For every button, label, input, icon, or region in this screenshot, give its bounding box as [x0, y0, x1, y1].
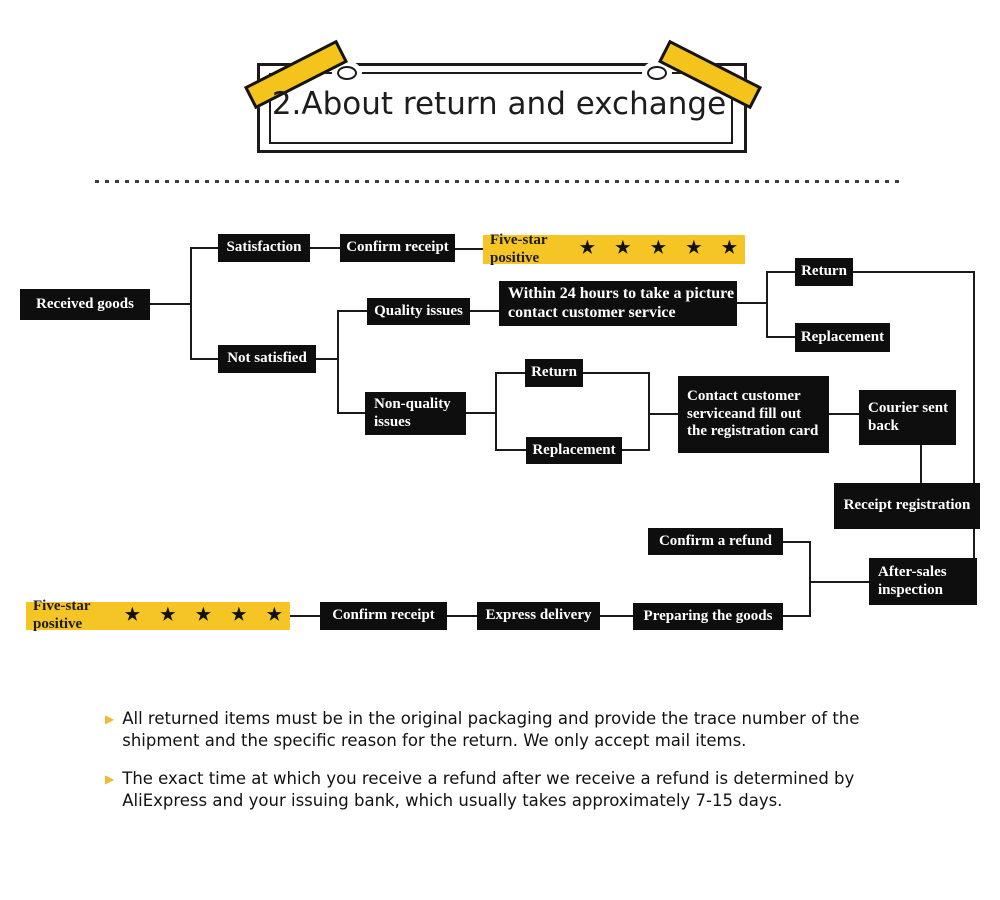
- flow-connector: [737, 302, 766, 304]
- flow-connector: [783, 615, 809, 617]
- bullet-triangle-icon: ▶: [105, 712, 115, 726]
- flow-connector: [495, 372, 497, 451]
- flow-connector: [190, 247, 218, 249]
- node-replacement-mid: Replacement: [526, 437, 622, 464]
- flow-connector: [973, 271, 975, 559]
- star-icons: ★ ★ ★ ★ ★: [579, 238, 745, 258]
- flow-connector: [600, 615, 633, 617]
- flow-connector: [829, 413, 859, 415]
- flow-connector: [290, 615, 320, 617]
- flow-connector: [316, 358, 337, 360]
- node-replacement-top: Replacement: [795, 323, 890, 352]
- flow-connector: [648, 372, 650, 451]
- flow-connector: [337, 412, 365, 414]
- node-non-quality-issues: Non-quality issues: [365, 392, 466, 435]
- node-satisfaction: Satisfaction: [218, 234, 310, 262]
- flow-connector: [809, 581, 869, 583]
- eyelet-icon: [337, 66, 357, 80]
- flow-connector: [766, 271, 795, 273]
- five-star-label: Five-star positive: [33, 598, 91, 632]
- flow-connector: [495, 449, 526, 451]
- node-five-star-positive-top: Five-star positive ★ ★ ★ ★ ★: [483, 231, 745, 266]
- flow-connector: [150, 303, 190, 305]
- node-quality-issues: Quality issues: [367, 298, 470, 325]
- flow-connector: [447, 615, 477, 617]
- node-express-delivery: Express delivery: [477, 602, 600, 630]
- flow-connector: [470, 310, 499, 312]
- flow-connector: [495, 372, 525, 374]
- flow-connector: [853, 271, 975, 273]
- flow-connector: [783, 541, 809, 543]
- title-banner: [257, 63, 747, 153]
- policy-note-text: All returned items must be in the origin…: [122, 709, 860, 750]
- flow-connector: [310, 247, 340, 249]
- flow-connector: [766, 336, 795, 338]
- policy-note-text: The exact time at which you receive a re…: [122, 769, 855, 810]
- title-banner-inner-frame: [269, 73, 733, 144]
- flow-connector: [337, 310, 339, 414]
- dotted-divider: [95, 180, 905, 183]
- flow-connector: [466, 412, 495, 414]
- page-title: 2.About return and exchange: [271, 86, 727, 122]
- star-icons: ★ ★ ★ ★ ★: [124, 604, 290, 624]
- policy-note: ▶ All returned items must be in the orig…: [105, 708, 905, 752]
- flow-connector: [583, 372, 650, 374]
- node-receipt-registration: Receipt registration: [834, 483, 980, 529]
- node-five-star-positive-bottom: Five-star positive ★ ★ ★ ★ ★: [26, 598, 290, 632]
- node-confirm-receipt-bottom: Confirm receipt: [320, 602, 447, 630]
- node-confirm-a-refund: Confirm a refund: [648, 528, 783, 555]
- node-return-top: Return: [795, 258, 853, 286]
- node-return-mid: Return: [525, 359, 583, 387]
- node-confirm-receipt-top: Confirm receipt: [340, 234, 455, 262]
- banner-string-line: [308, 72, 692, 74]
- flow-connector: [622, 449, 650, 451]
- node-preparing-the-goods: Preparing the goods: [633, 603, 783, 630]
- node-contact-customer-service: Contact customer serviceand fill out the…: [678, 376, 829, 453]
- policy-note: ▶ The exact time at which you receive a …: [105, 768, 905, 812]
- flow-connector: [455, 248, 483, 250]
- node-after-sales-inspection: After-sales inspection: [869, 558, 977, 605]
- node-received-goods: Received goods: [20, 289, 150, 320]
- flow-connector: [648, 413, 678, 415]
- node-not-satisfied: Not satisfied: [218, 345, 316, 373]
- flow-connector: [190, 358, 218, 360]
- flow-connector: [766, 271, 768, 338]
- bullet-triangle-icon: ▶: [105, 772, 115, 786]
- five-star-label: Five-star positive: [490, 231, 548, 266]
- flow-connector: [809, 541, 811, 617]
- node-within-24-hours: Within 24 hours to take a picture contac…: [499, 281, 737, 326]
- flow-connector: [190, 247, 192, 360]
- eyelet-icon: [647, 66, 667, 80]
- node-courier-sent-back: Courier sent back: [859, 390, 956, 445]
- flow-connector: [920, 445, 922, 483]
- flow-connector: [337, 310, 367, 312]
